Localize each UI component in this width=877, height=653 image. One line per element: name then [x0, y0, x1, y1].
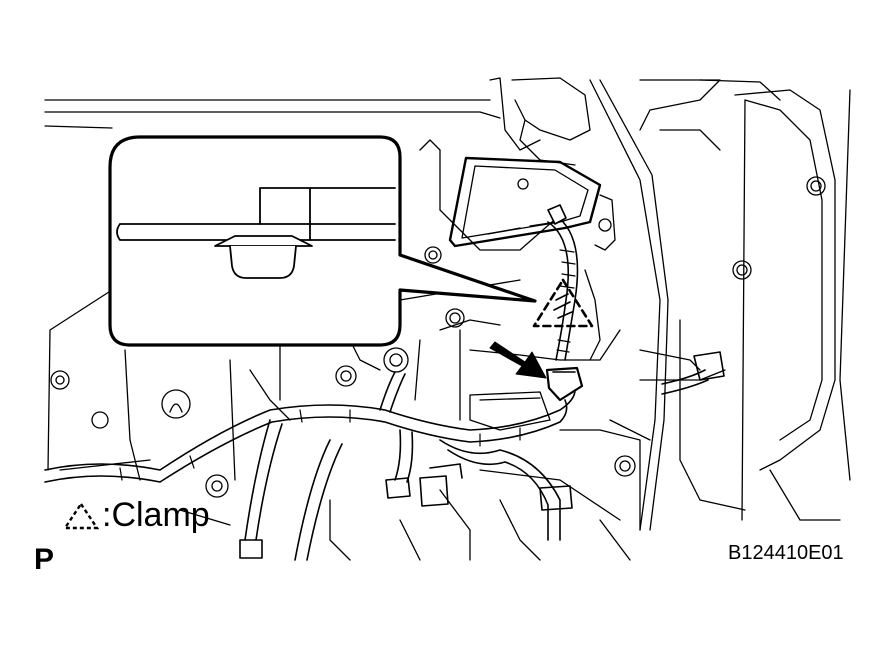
clamp-symbol-icon — [532, 278, 594, 328]
view-letter: P — [34, 543, 55, 576]
figure-code: B124410E01 — [728, 542, 844, 564]
mounting-holes — [50, 176, 826, 498]
pointer-arrow-icon — [489, 341, 547, 379]
service-hole-plate — [448, 156, 602, 248]
wire-harness — [44, 204, 725, 561]
clamp-detail-inset — [108, 135, 537, 347]
legend-label: Clamp — [111, 496, 210, 534]
body-panel-lines — [44, 77, 851, 561]
legend-colon: : — [102, 496, 112, 534]
legend: :Clamp — [62, 496, 210, 535]
dashed-triangle-icon — [62, 501, 100, 529]
